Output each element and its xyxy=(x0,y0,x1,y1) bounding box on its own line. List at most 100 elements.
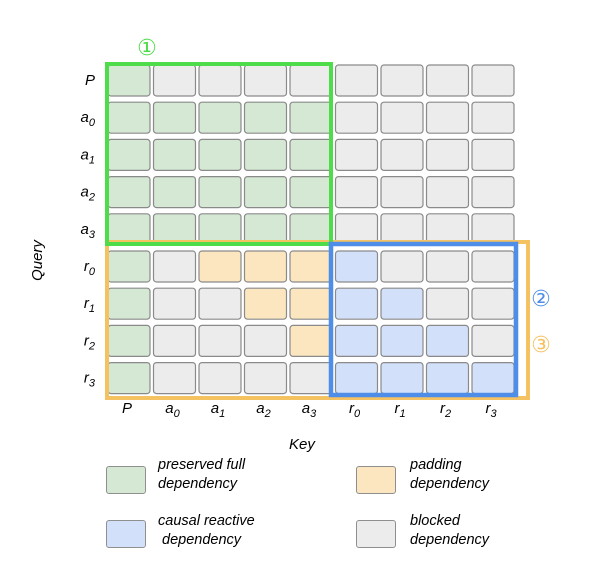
mask-cell-r1-r1 xyxy=(380,287,424,320)
mask-cell-r1-a3 xyxy=(289,287,333,320)
row-label-P: P xyxy=(85,72,95,89)
mask-cell-r1-P xyxy=(107,287,151,320)
row-label-r2: r2 xyxy=(84,332,95,352)
row-label-a0: a0 xyxy=(81,109,96,129)
mask-cell-r3-r1 xyxy=(380,362,424,395)
mask-cell-r2-a3 xyxy=(289,324,333,357)
legend-swatch-causal xyxy=(106,520,146,548)
mask-cell-r0-r1 xyxy=(380,250,424,283)
mask-cell-a2-a0 xyxy=(152,176,197,209)
mask-cell-a0-r1 xyxy=(380,101,424,134)
mask-cell-r0-P xyxy=(107,250,151,283)
query-tick-labels: Pa0 a1 a2 a3 r0 r1 r2 r3 xyxy=(81,72,96,390)
mask-cell-r1-r2 xyxy=(425,287,470,320)
mask-cell-a0-r3 xyxy=(471,101,515,134)
mask-cell-a2-r1 xyxy=(380,176,424,209)
mask-cell-a0-r2 xyxy=(425,101,470,134)
mask-cell-r2-a1 xyxy=(198,324,242,357)
mask-cell-a2-a3 xyxy=(289,176,333,209)
mask-cell-P-a0 xyxy=(152,64,197,97)
x-axis-title: Key xyxy=(289,436,315,453)
mask-cell-r1-r0 xyxy=(334,287,379,320)
region-frames xyxy=(105,62,530,400)
mask-cell-r3-a1 xyxy=(198,362,242,395)
mask-cell-a2-r2 xyxy=(425,176,470,209)
mask-cell-a1-a1 xyxy=(198,138,242,171)
mask-cell-r2-a0 xyxy=(152,324,197,357)
mask-cell-a2-r0 xyxy=(334,176,379,209)
row-label-a3: a3 xyxy=(81,221,96,241)
region-markers: ① ② ③ xyxy=(137,36,551,358)
mask-cell-r1-a1 xyxy=(198,287,242,320)
mask-cell-r3-r2 xyxy=(425,362,470,395)
region-marker-2: ② xyxy=(531,287,551,312)
row-label-a1: a1 xyxy=(81,146,95,166)
region-marker-3: ③ xyxy=(531,333,551,358)
mask-cell-r1-r3 xyxy=(471,287,515,320)
mask-cell-r2-r3 xyxy=(471,324,515,357)
col-label-a0: a0 xyxy=(165,400,180,420)
mask-cell-r1-a2 xyxy=(243,287,288,320)
mask-cell-r3-r0 xyxy=(334,362,379,395)
mask-cell-r1-a0 xyxy=(152,287,197,320)
mask-cell-a1-r0 xyxy=(334,138,379,171)
row-label-r0: r0 xyxy=(84,258,96,278)
mask-cell-a0-a1 xyxy=(198,101,242,134)
mask-cell-a2-a2 xyxy=(243,176,288,209)
mask-cell-P-a1 xyxy=(198,64,242,97)
mask-cell-r0-r2 xyxy=(425,250,470,283)
mask-cell-r3-P xyxy=(107,362,151,395)
mask-cell-P-a3 xyxy=(289,64,333,97)
mask-cell-r2-r0 xyxy=(334,324,379,357)
region-marker-1: ① xyxy=(137,36,157,61)
mask-cell-a0-a0 xyxy=(152,101,197,134)
mask-cell-a0-a3 xyxy=(289,101,333,134)
mask-cell-r2-r2 xyxy=(425,324,470,357)
mask-cell-a1-r2 xyxy=(425,138,470,171)
mask-cell-a1-a0 xyxy=(152,138,197,171)
legend-swatch-preserved xyxy=(106,466,146,494)
mask-cell-P-r2 xyxy=(425,64,470,97)
legend-label-causal: causal reactive dependency xyxy=(158,513,255,548)
mask-cell-r0-a0 xyxy=(152,250,197,283)
col-label-r1: r1 xyxy=(394,400,405,420)
col-label-a2: a2 xyxy=(256,400,270,420)
row-label-r3: r3 xyxy=(84,370,96,390)
mask-cell-r0-a3 xyxy=(289,250,333,283)
mask-cell-a0-P xyxy=(107,101,151,134)
mask-cell-a1-r3 xyxy=(471,138,515,171)
mask-cell-r2-r1 xyxy=(380,324,424,357)
row-label-r1: r1 xyxy=(84,295,95,315)
col-label-r0: r0 xyxy=(349,400,361,420)
mask-cell-a2-P xyxy=(107,176,151,209)
mask-cell-a1-r1 xyxy=(380,138,424,171)
mask-cell-a2-a1 xyxy=(198,176,242,209)
mask-cell-a2-r3 xyxy=(471,176,515,209)
mask-cell-r3-r3 xyxy=(471,362,515,395)
mask-cell-r2-P xyxy=(107,324,151,357)
mask-cell-a1-a2 xyxy=(243,138,288,171)
col-label-r2: r2 xyxy=(440,400,451,420)
mask-cell-P-r1 xyxy=(380,64,424,97)
col-label-a3: a3 xyxy=(302,400,317,420)
mask-cell-a0-a2 xyxy=(243,101,288,134)
mask-cell-P-a2 xyxy=(243,64,288,97)
mask-cell-a1-a3 xyxy=(289,138,333,171)
causal-region-frame xyxy=(328,241,519,398)
mask-cell-r0-r0 xyxy=(334,250,379,283)
mask-cells xyxy=(107,64,515,395)
row-label-a2: a2 xyxy=(81,184,95,204)
mask-cell-a1-P xyxy=(107,138,151,171)
mask-cell-P-r0 xyxy=(334,64,379,97)
col-label-a1: a1 xyxy=(211,400,225,420)
col-label-r3: r3 xyxy=(485,400,497,420)
mask-cell-P-r3 xyxy=(471,64,515,97)
mask-cell-r3-a2 xyxy=(243,362,288,395)
mask-cell-r3-a0 xyxy=(152,362,197,395)
mask-cell-P-P xyxy=(107,64,151,97)
mask-cell-r3-a3 xyxy=(289,362,333,395)
mask-cell-r0-a2 xyxy=(243,250,288,283)
